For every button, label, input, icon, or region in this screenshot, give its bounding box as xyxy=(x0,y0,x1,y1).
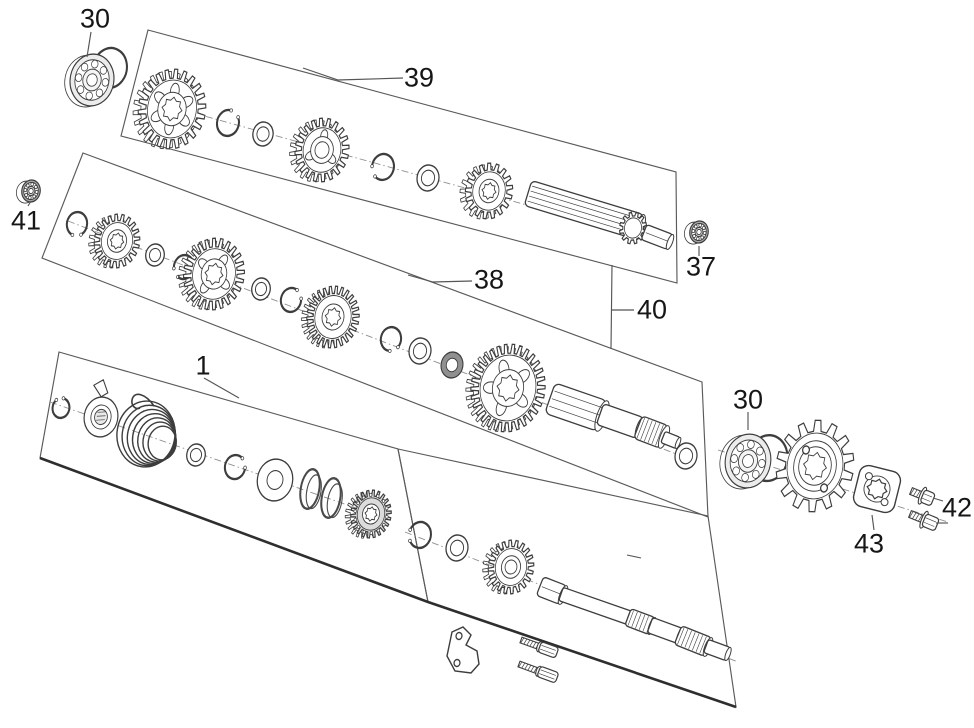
washer xyxy=(252,121,274,147)
callout-40-shaft-assembly: 40 xyxy=(636,294,668,325)
snap-ring xyxy=(408,520,432,550)
sprocket-retainer-plate xyxy=(852,464,902,514)
callout-42-bolts: 42 xyxy=(941,492,973,523)
snap-ring xyxy=(370,152,395,182)
input-shaft-gear xyxy=(618,211,648,245)
ball-bearing xyxy=(719,433,772,490)
gear-3rd xyxy=(177,237,245,311)
callout-30-right-bearing: 30 xyxy=(732,384,764,415)
callout-leader xyxy=(302,67,404,81)
callout-leader xyxy=(27,200,32,207)
washer xyxy=(674,442,698,470)
callout-30-left-bearing: 30 xyxy=(79,3,111,34)
gear-2nd xyxy=(88,213,141,269)
snap-ring xyxy=(223,453,247,481)
open-washer xyxy=(65,210,89,238)
callout-leader xyxy=(203,377,240,399)
washer xyxy=(408,337,432,365)
dog-gear xyxy=(289,117,350,183)
callout-leader xyxy=(407,274,473,283)
washer xyxy=(145,243,165,267)
kick-idler-gear xyxy=(482,539,535,595)
callout-39-top-gear-group: 39 xyxy=(403,62,435,93)
snap-ring xyxy=(279,286,303,314)
flange-bolt xyxy=(907,509,940,531)
frame-group-39 xyxy=(120,29,678,284)
small-bearing xyxy=(16,179,41,204)
snap-ring xyxy=(379,325,403,354)
callout-leader xyxy=(932,497,944,502)
sprocket-hole xyxy=(801,445,811,455)
washer xyxy=(445,534,469,562)
pinion-gear xyxy=(459,162,514,220)
callout-41-small-bearing: 41 xyxy=(10,205,42,236)
friction-spring xyxy=(299,468,322,510)
sprocket-hole xyxy=(819,483,829,493)
flange-bolt xyxy=(908,486,936,506)
hex-bolt xyxy=(517,660,559,683)
snap-ring xyxy=(51,396,71,420)
washer xyxy=(416,164,440,192)
kick-shaft-end xyxy=(703,639,732,662)
input-shaft-stub xyxy=(641,224,675,251)
ball-bearing xyxy=(64,53,115,108)
gear-1st xyxy=(132,68,207,150)
gear-4th xyxy=(301,285,360,349)
callout-leader xyxy=(626,554,642,559)
bushing xyxy=(440,351,464,379)
gear-low-large xyxy=(465,343,546,433)
kickstart-return-spring xyxy=(116,393,177,468)
callout-43-retainer-plate: 43 xyxy=(853,528,885,559)
hex-bolt xyxy=(519,636,559,658)
output-shaft-tip xyxy=(660,431,682,450)
bracket-hole xyxy=(453,658,461,668)
center-axis xyxy=(149,100,669,245)
spring-seat-washer xyxy=(256,458,294,502)
callout-leader xyxy=(871,514,875,531)
callout-leader xyxy=(610,264,613,350)
front-sprocket xyxy=(775,419,855,513)
callout-38-mid-gear-group: 38 xyxy=(473,264,505,295)
callout-37-small-bearing: 37 xyxy=(685,251,717,282)
washer xyxy=(251,277,271,301)
spring-retainer xyxy=(83,379,119,438)
frame-heavy-edge xyxy=(39,456,737,709)
bracket-hole xyxy=(455,631,463,641)
washer xyxy=(186,443,206,467)
callout-leader xyxy=(86,31,92,58)
kick-ratchet xyxy=(344,489,392,539)
snap-ring xyxy=(215,108,240,138)
small-bearing xyxy=(684,220,709,245)
friction-spring xyxy=(320,477,343,519)
callout-1-kickstarter-group: 1 xyxy=(195,350,211,381)
